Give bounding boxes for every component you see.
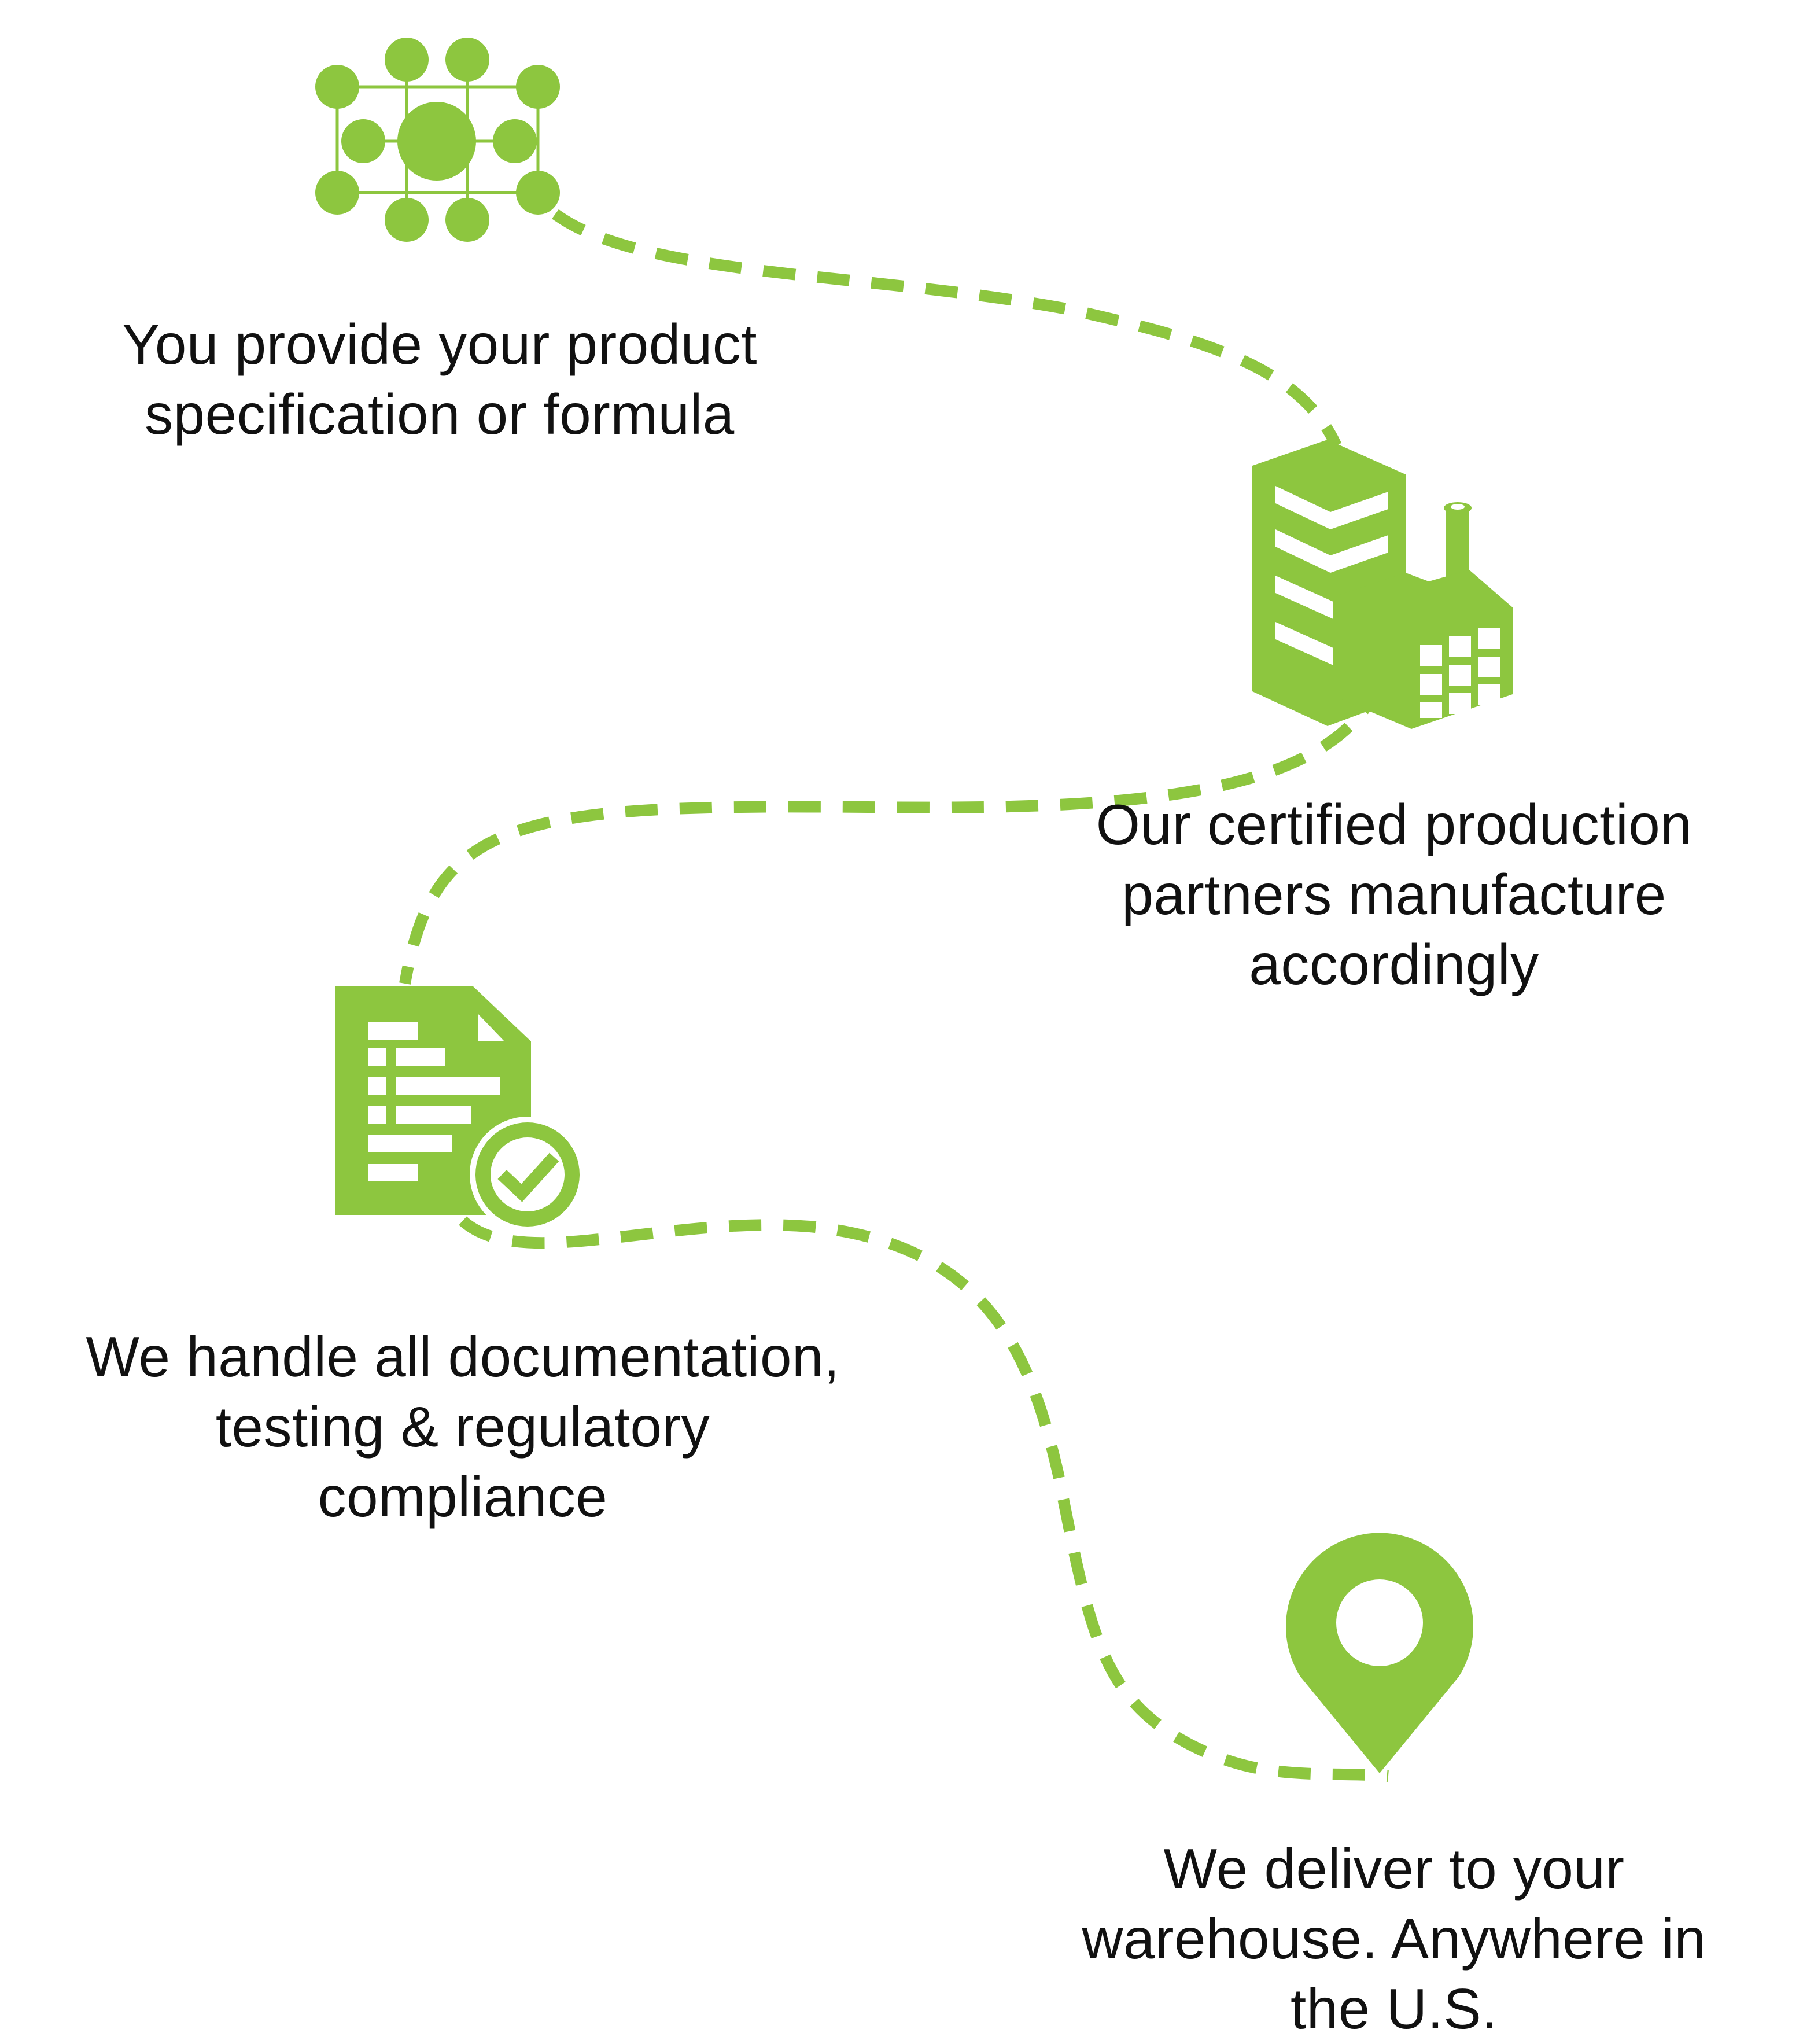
factory-icon <box>1252 440 1513 729</box>
step-4-line-3: the U.S. <box>1290 1977 1498 2041</box>
step-3-line-3: compliance <box>318 1465 608 1529</box>
document-check-icon <box>335 986 585 1232</box>
step-4-text: We deliver to your warehouse. Anywhere i… <box>1006 1834 1782 2044</box>
connector-path-2 <box>399 680 1385 985</box>
step-3-line-2: testing & regulatory <box>215 1395 710 1459</box>
step-2-line-2: partners manufacture <box>1122 863 1666 926</box>
step-2-line-1: Our certified production <box>1096 793 1693 856</box>
step-2-line-3: accordingly <box>1249 933 1539 996</box>
step-3-text: We handle all documentation, testing & r… <box>12 1322 914 1532</box>
step-1-line-1: You provide your product <box>122 312 757 376</box>
step-3-line-1: We handle all documentation, <box>86 1325 840 1389</box>
step-4-line-2: warehouse. Anywhere in <box>1082 1907 1706 1971</box>
step-1-line-2: specification or formula <box>145 382 735 446</box>
network-icon <box>315 38 560 242</box>
step-2-text: Our certified production partners manufa… <box>1024 790 1764 1000</box>
connector-path-1 <box>552 209 1342 448</box>
location-pin-icon <box>1286 1533 1474 1773</box>
step-4-line-1: We deliver to your <box>1163 1837 1625 1901</box>
step-1-text: You provide your product specification o… <box>58 310 821 450</box>
